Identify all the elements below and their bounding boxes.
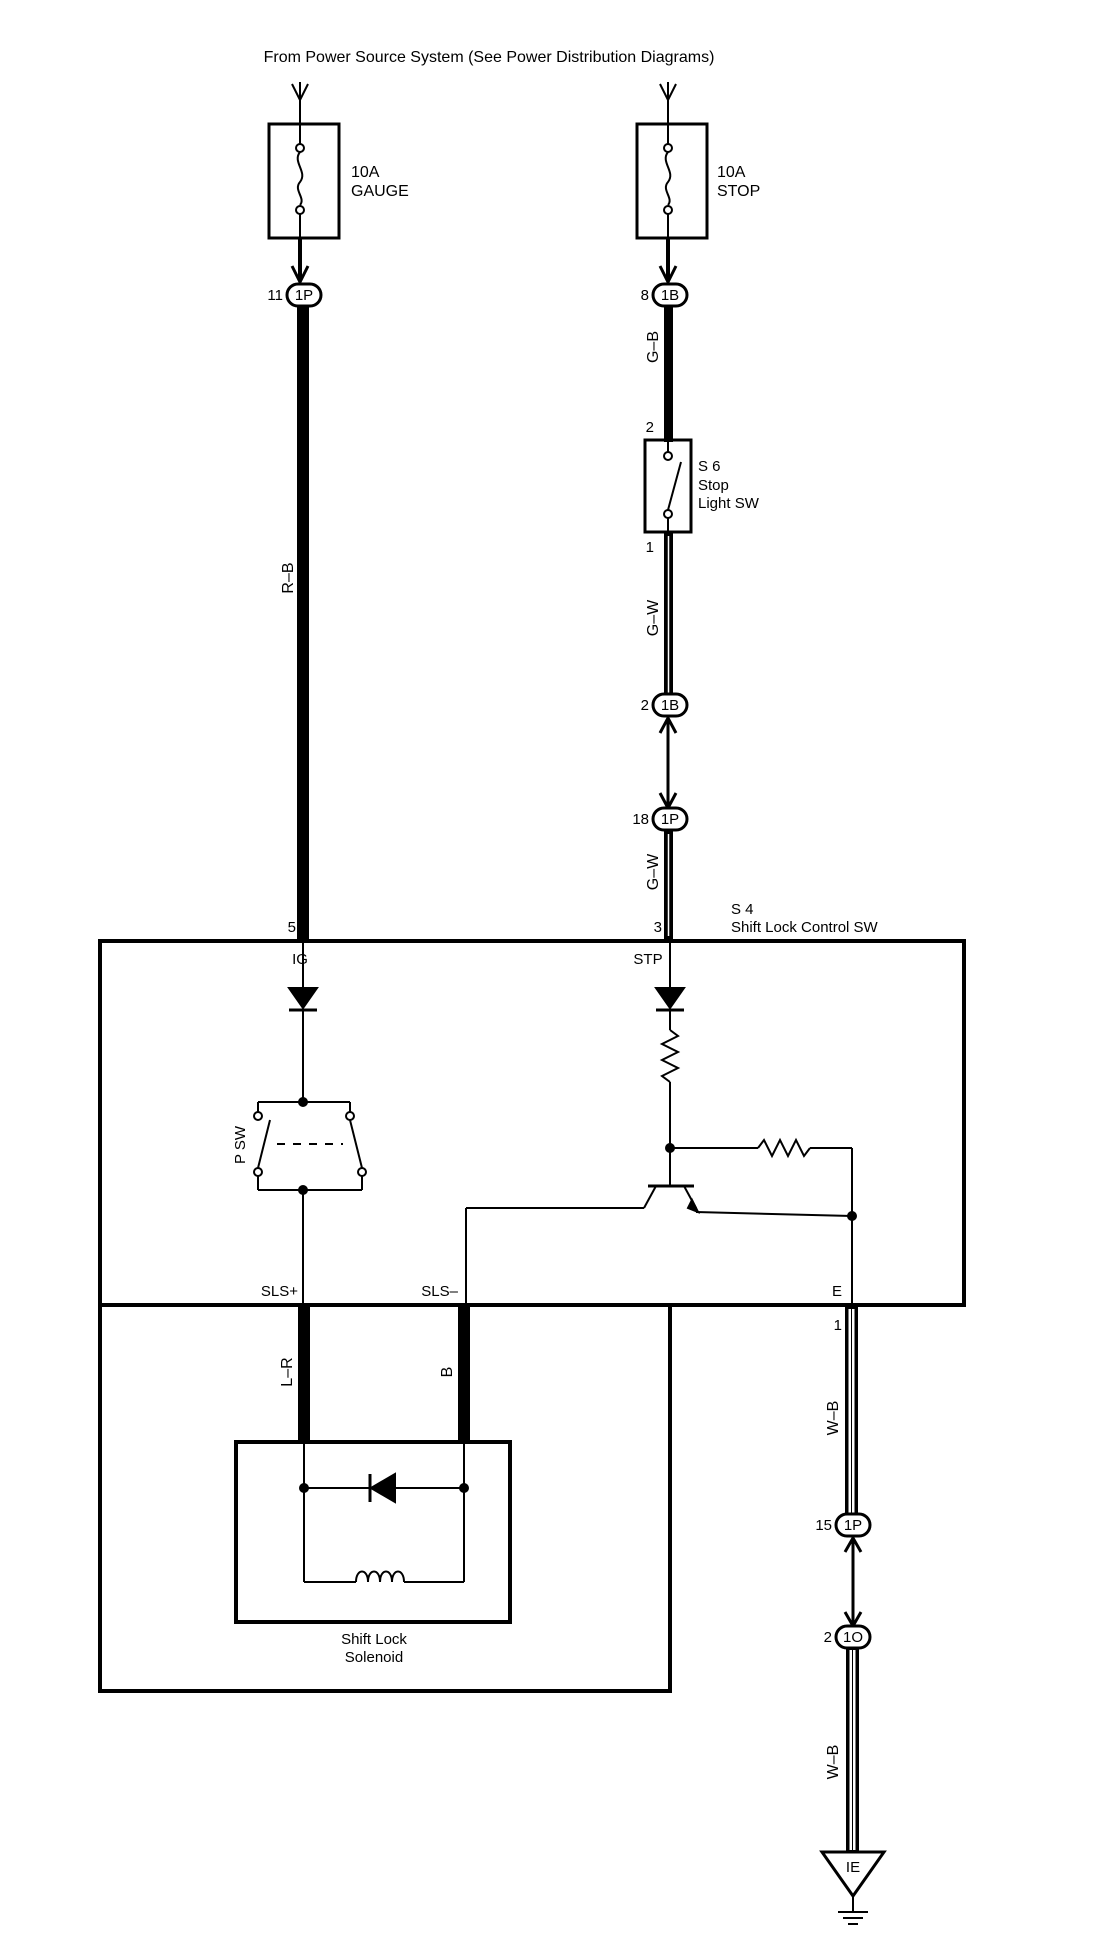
power-source-note: From Power Source System (See Power Dist… xyxy=(264,49,715,66)
ground-label: IE xyxy=(846,1859,860,1876)
wire-gw-upper: G–W xyxy=(645,532,673,700)
connector-pin: 15 xyxy=(815,1517,832,1534)
diode-icon xyxy=(654,987,686,1010)
input-arrow-right xyxy=(659,82,677,125)
resistor-icon xyxy=(659,1029,681,1083)
connector-pin: 8 xyxy=(641,287,649,304)
connector-pin: 11 xyxy=(267,287,283,304)
pin-ig: 5 xyxy=(288,919,296,936)
fuse-icon xyxy=(296,151,304,206)
fuse-gauge: 10A GAUGE xyxy=(267,122,409,240)
connector-label: 1P xyxy=(295,287,313,304)
input-arrow-left xyxy=(291,82,309,125)
wire-rb: R–B xyxy=(280,306,309,940)
terminal-sls-minus: SLS– xyxy=(421,1283,458,1300)
connector-label: 1P xyxy=(844,1517,862,1534)
fuse-gauge-name: GAUGE xyxy=(351,183,409,200)
diode-icon xyxy=(369,1472,396,1504)
coil-icon xyxy=(355,1570,405,1583)
wire-wb-upper: W–B xyxy=(825,1307,858,1517)
wire-lr: L–R xyxy=(279,1307,310,1443)
stop-light-switch: 2 S 6 Stop Light SW 1 xyxy=(643,419,760,556)
s6-name-line2: Light SW xyxy=(698,495,760,512)
connector-1p-11: 1P 11 xyxy=(267,282,323,308)
connector-label: 1P xyxy=(661,811,679,828)
p-switch-label: P SW xyxy=(232,1125,249,1164)
wire-label-gw1: G–W xyxy=(645,599,662,636)
fuse-stop-name: STOP xyxy=(717,183,760,200)
s6-pin-top: 2 xyxy=(646,419,654,436)
fuse-icon xyxy=(664,151,672,206)
wire-wb-lower: W–B xyxy=(825,1648,859,1852)
connector-1b-2: 1B 2 xyxy=(641,692,689,718)
wire-gw-lower: G–W xyxy=(645,830,673,940)
ig-circuit xyxy=(253,941,367,1305)
wire-label-wb1: W–B xyxy=(825,1401,842,1436)
connector-label: 1O xyxy=(843,1629,863,1646)
diode-icon xyxy=(287,987,319,1010)
terminal-e: E xyxy=(832,1283,842,1300)
wire-arrow-icon xyxy=(658,265,678,286)
terminal-sls-plus: SLS+ xyxy=(261,1283,298,1300)
ground-icon xyxy=(819,1850,887,1899)
connector-1p-18: 1P 18 xyxy=(632,806,689,832)
stp-circuit xyxy=(465,941,857,1305)
pin-stp: 3 xyxy=(654,919,662,936)
control-sw-name: Shift Lock Control SW xyxy=(731,919,879,936)
terminal-stp: STP xyxy=(633,951,662,968)
control-sw-code: S 4 xyxy=(731,901,754,918)
p-switch-contact-icon xyxy=(257,1119,271,1169)
p-switch-contact-icon xyxy=(349,1119,363,1169)
wire-label-rb: R–B xyxy=(280,562,297,593)
s6-code: S 6 xyxy=(698,458,721,475)
pin-e: 1 xyxy=(834,1317,842,1334)
wire-label-wb2: W–B xyxy=(825,1745,842,1780)
wire-arrow-icon xyxy=(290,265,310,286)
wire-label-gw2: G–W xyxy=(645,853,662,890)
connector-pin: 2 xyxy=(824,1629,832,1646)
solenoid-name-line1: Shift Lock xyxy=(341,1631,407,1648)
shift-lock-solenoid: Shift Lock Solenoid xyxy=(234,1440,512,1666)
solenoid-name-line2: Solenoid xyxy=(345,1649,403,1666)
wire-b: B xyxy=(439,1307,470,1443)
switch-contact-icon xyxy=(667,461,682,511)
fuse-stop-rating: 10A xyxy=(717,164,746,181)
shift-lock-control-switch: S 4 Shift Lock Control SW 5 3 IG STP SLS… xyxy=(98,901,966,1307)
connector-label: 1B xyxy=(661,697,679,714)
fuse-gauge-rating: 10A xyxy=(351,164,380,181)
solenoid-area-box xyxy=(98,1303,672,1693)
connector-pin: 18 xyxy=(632,811,649,828)
connector-1b-8: 1B 8 xyxy=(641,282,689,308)
connector-1o-2: 1O 2 xyxy=(824,1624,872,1650)
s6-pin-bottom: 1 xyxy=(646,539,654,556)
connector-pin: 2 xyxy=(641,697,649,714)
wire-gb: G–B xyxy=(645,306,673,442)
s6-name-line1: Stop xyxy=(698,477,729,494)
terminal-ig: IG xyxy=(292,951,308,968)
connector-1p-15: 1P 15 xyxy=(815,1512,872,1538)
fuse-stop: 10A STOP xyxy=(635,122,760,240)
connector-label: 1B xyxy=(661,287,679,304)
ground-ie: IE xyxy=(819,1850,887,1925)
resistor-icon xyxy=(757,1137,811,1159)
wire-label-gb: G–B xyxy=(645,331,662,363)
wire-label-b: B xyxy=(439,1367,456,1378)
wire-label-lr: L–R xyxy=(279,1357,296,1386)
